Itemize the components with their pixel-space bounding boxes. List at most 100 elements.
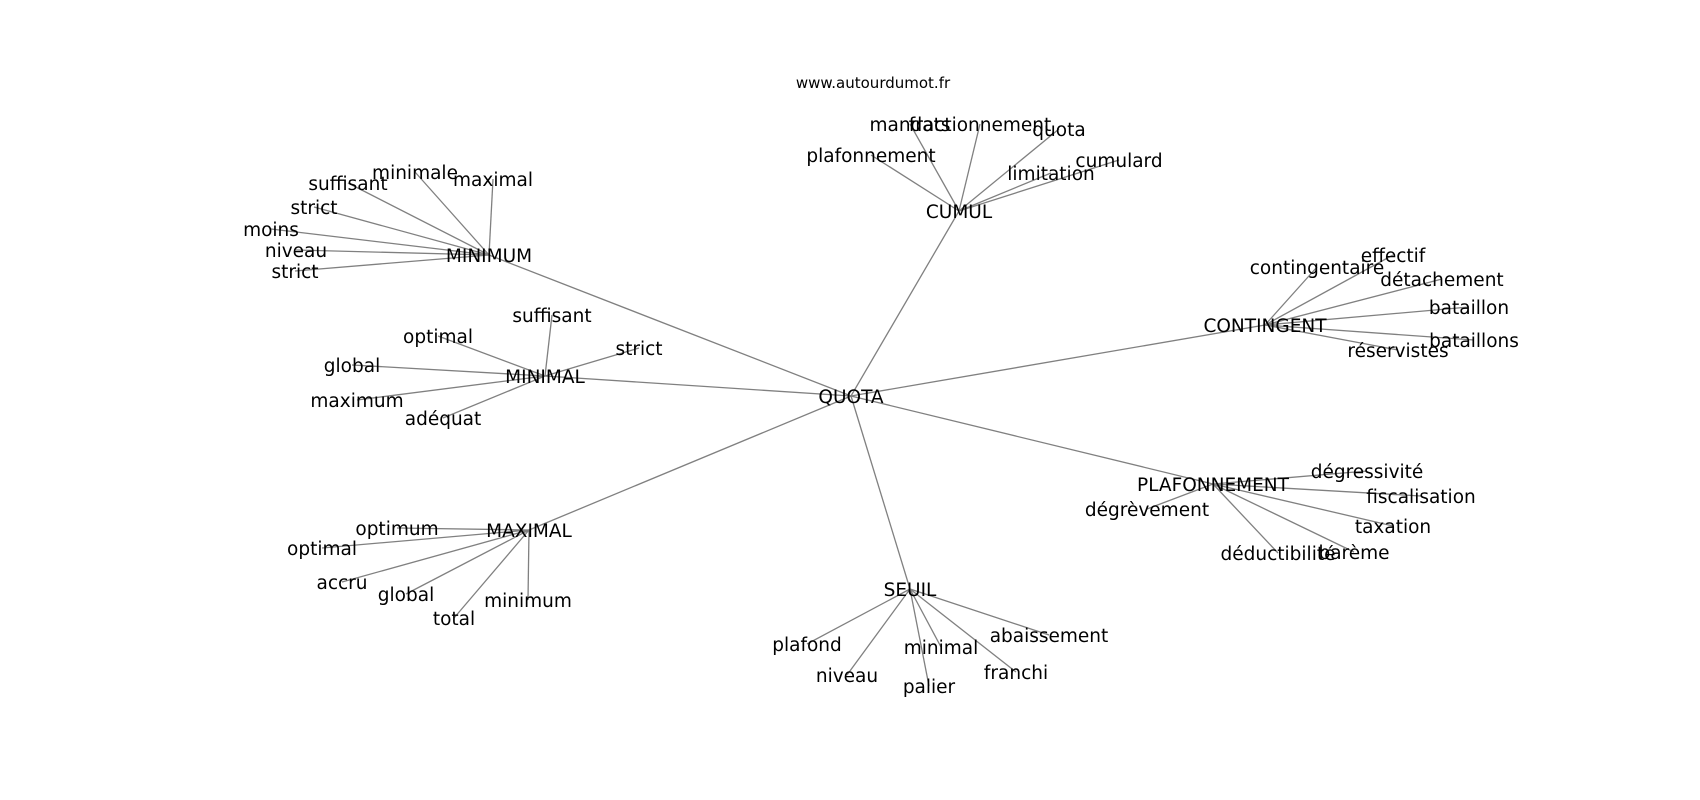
word-node[interactable]: niveau [816,666,878,687]
word-node[interactable]: minimum [484,591,572,612]
edge-minimal-1 [437,335,546,377]
word-node[interactable]: moins [243,220,299,241]
edge-minimum-2 [488,178,494,256]
word-node[interactable]: bataillons [1429,331,1519,352]
edge-contingent-0 [1264,266,1318,326]
edge-contingent-2 [1264,278,1443,326]
edge-contingent-1 [1264,254,1394,326]
word-node[interactable]: effectif [1361,246,1426,267]
edge-cumul-2 [958,128,1060,212]
word-node[interactable]: contingentaire [1250,258,1385,279]
edge-minimal-3 [351,364,546,377]
edge-seuil-1 [909,588,1050,636]
word-node[interactable]: minimal [904,638,979,659]
word-node[interactable]: quota [1032,120,1085,141]
hub-node-contingent[interactable]: CONTINGENT [1203,316,1327,337]
edge-plafonnement-5 [1212,483,1355,553]
edge-maximal-5 [453,529,530,619]
edge-minimum-0 [414,171,490,256]
word-node[interactable]: détachement [1380,270,1503,291]
graph-labels: www.autourdumot.fr QUOTA mandatsfraction… [243,74,1519,698]
edge-minimum-5 [295,249,490,256]
edge-maximal-4 [527,529,530,601]
word-node[interactable]: palier [903,677,956,698]
word-node[interactable]: plafond [772,635,842,656]
hub-node-plafonnement[interactable]: PLAFONNEMENT [1137,475,1290,496]
edge-contingent-3 [1264,306,1470,326]
word-node[interactable]: total [433,609,475,630]
edge-maximal-3 [405,529,530,595]
word-node[interactable]: limitation [1007,164,1094,185]
word-node[interactable]: global [378,585,434,606]
edge-center-cumul [850,210,960,397]
edge-seuil-3 [846,588,911,676]
word-node[interactable]: dégrèvement [1085,500,1209,521]
word-node[interactable]: accru [316,573,367,594]
word-node[interactable]: fiscalisation [1366,487,1476,508]
word-node[interactable]: cumulard [1075,151,1162,172]
edge-plafonnement-1 [1146,483,1214,510]
edge-center-minimum [488,254,852,397]
word-node[interactable]: suffisant [308,174,387,195]
word-node[interactable]: déductibilité [1221,544,1336,565]
word-node[interactable]: niveau [265,241,327,262]
edge-center-minimal [544,375,852,397]
edge-maximal-1 [321,529,530,549]
word-node[interactable]: barème [1318,543,1389,564]
edge-plafonnement-0 [1212,470,1368,485]
edge-maximal-2 [341,529,530,583]
word-node[interactable]: suffisant [512,306,591,327]
word-node[interactable]: global [324,356,380,377]
word-node[interactable]: dégressivité [1311,462,1424,483]
edge-seuil-4 [909,588,930,687]
word-node[interactable]: fractionnement [909,115,1052,136]
edge-minimum-6 [294,254,490,272]
edge-seuil-5 [909,588,1017,673]
edge-minimum-3 [313,206,490,256]
edge-center-seuil [850,395,911,590]
word-node[interactable]: maximal [453,170,533,191]
word-node[interactable]: taxation [1355,517,1431,538]
hub-node-cumul[interactable]: CUMUL [926,202,993,223]
edge-cumul-4 [958,159,1120,212]
word-node[interactable]: plafonnement [806,146,935,167]
word-node[interactable]: strict [615,339,662,360]
edge-minimum-4 [270,228,490,256]
graph-edges [270,123,1475,687]
center-node[interactable]: QUOTA [818,387,884,408]
word-node[interactable]: optimum [355,519,438,540]
edge-minimal-5 [442,375,546,419]
word-node[interactable]: bataillon [1429,298,1509,319]
word-node[interactable]: strict [271,262,318,283]
hub-node-seuil[interactable]: SEUIL [884,580,937,601]
word-node[interactable]: réservistes [1347,341,1448,362]
edge-cumul-0 [909,123,960,212]
word-node[interactable]: adéquat [405,409,482,430]
word-node[interactable]: optimal [287,539,357,560]
edge-center-maximal [528,395,852,531]
edge-seuil-2 [909,588,942,648]
word-node[interactable]: abaissement [990,626,1109,647]
hub-node-maximal[interactable]: MAXIMAL [486,521,572,542]
edge-center-plafonnement [850,395,1214,485]
edge-cumul-1 [958,123,981,212]
word-node[interactable]: maximum [310,391,403,412]
edge-contingent-5 [1264,324,1399,351]
word-node[interactable]: franchi [984,663,1048,684]
word-node[interactable]: optimal [403,327,473,348]
hub-node-minimal[interactable]: MINIMAL [505,367,585,388]
edge-plafonnement-3 [1212,483,1394,527]
word-node[interactable]: strict [290,198,337,219]
hub-node-minimum[interactable]: MINIMUM [446,246,532,267]
word-node[interactable]: minimale [372,163,458,184]
edge-seuil-0 [806,588,911,645]
edge-maximal-0 [396,527,530,531]
edge-minimal-0 [544,314,553,377]
edge-minimal-2 [544,347,640,377]
edge-minimum-1 [347,182,490,256]
edge-center-contingent [850,324,1266,397]
word-node[interactable]: mandats [869,115,950,136]
edge-plafonnement-4 [1212,483,1279,554]
edge-cumul-5 [958,172,1052,212]
